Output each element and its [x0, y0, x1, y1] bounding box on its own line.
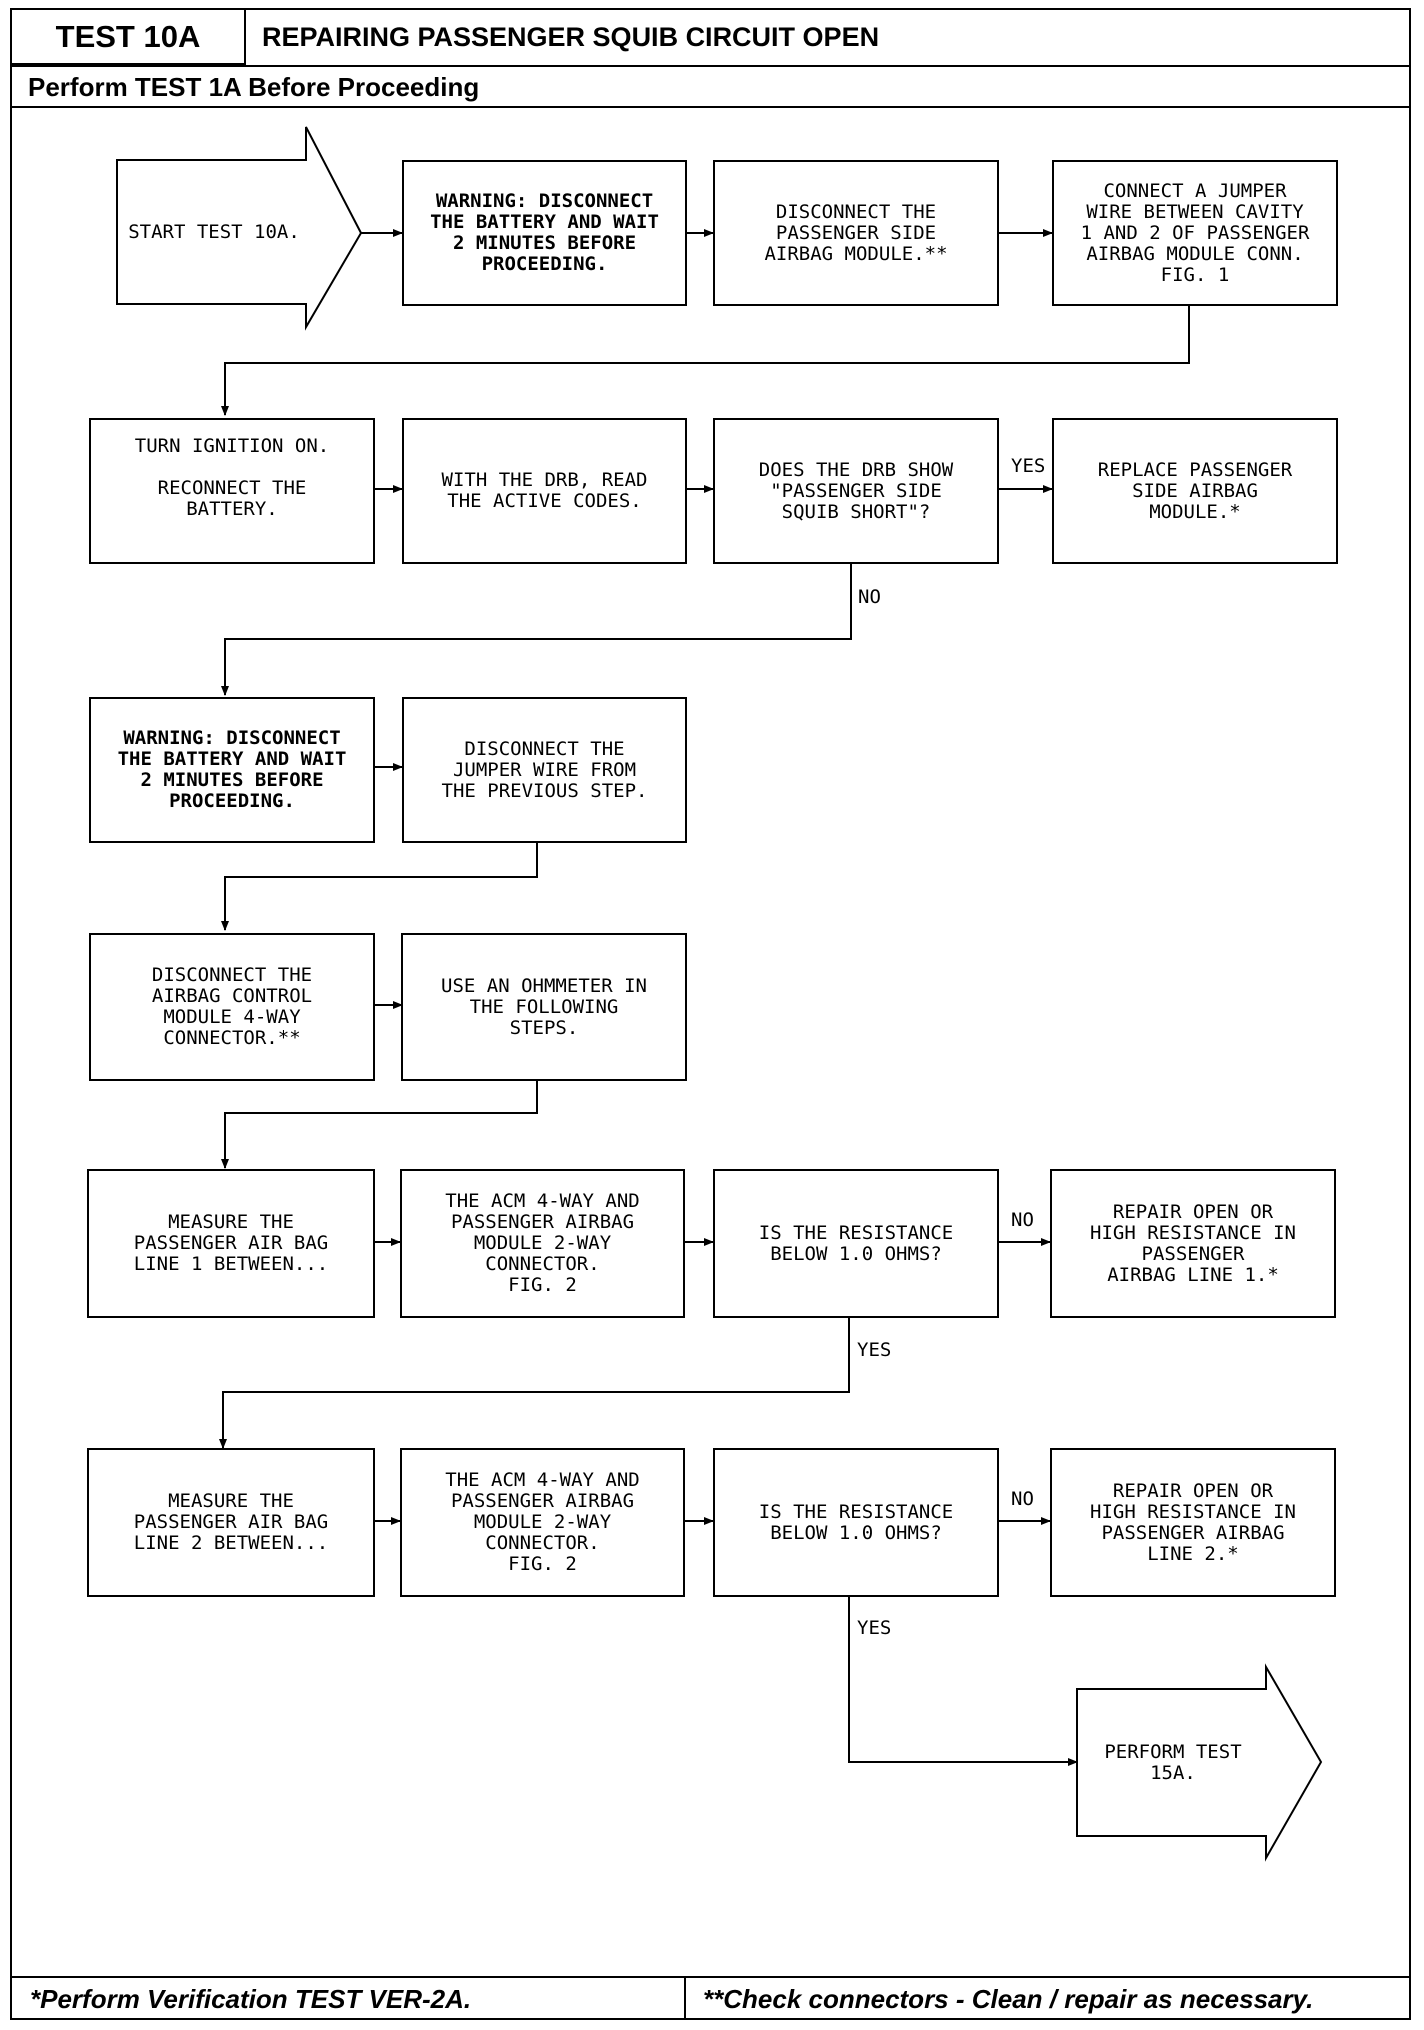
end-arrow-shape: [1076, 1663, 1323, 1862]
replace-airbag-module-step: REPLACE PASSENGER SIDE AIRBAG MODULE.*: [1052, 418, 1338, 564]
acm-connectors-line-2-step: THE ACM 4-WAY AND PASSENGER AIRBAG MODUL…: [400, 1448, 685, 1597]
connect-jumper-wire-step: CONNECT A JUMPER WIRE BETWEEN CAVITY 1 A…: [1052, 160, 1338, 306]
start-arrow-shape: [116, 126, 363, 331]
connector: [221, 564, 852, 696]
acm-connectors-line-1-step: THE ACM 4-WAY AND PASSENGER AIRBAG MODUL…: [400, 1169, 685, 1318]
connector: [221, 843, 538, 931]
page-frame: [10, 8, 1411, 2020]
footer-connector-note: **Check connectors - Clean / repair as n…: [703, 1984, 1314, 2014]
start-test-node: START TEST 10A.: [128, 220, 300, 243]
connector: [848, 1597, 1078, 1766]
disconnect-acm-connector-step: DISCONNECT THE AIRBAG CONTROL MODULE 4-W…: [89, 933, 375, 1081]
page-title: REPAIRING PASSENGER SQUIB CIRCUIT OPEN: [262, 22, 880, 52]
connector: [221, 1081, 538, 1169]
prerequisite-note: Perform TEST 1A Before Proceeding: [28, 72, 480, 102]
footer-divider: [10, 1976, 1411, 1978]
repair-line-2-step: REPAIR OPEN OR HIGH RESISTANCE IN PASSEN…: [1050, 1448, 1336, 1597]
perform-test-15a-node: PERFORM TEST 15A.: [1104, 1740, 1242, 1784]
connector: [221, 306, 1190, 416]
resistance-line-2-question: IS THE RESISTANCE BELOW 1.0 OHMS?: [713, 1448, 999, 1597]
subheader-divider: [10, 106, 1411, 108]
resistance-line-1-question: IS THE RESISTANCE BELOW 1.0 OHMS?: [713, 1169, 999, 1318]
yes-label: YES: [1011, 455, 1046, 477]
warning-disconnect-battery-step-2: WARNING: DISCONNECT THE BATTERY AND WAIT…: [89, 697, 375, 843]
repair-line-1-step: REPAIR OPEN OR HIGH RESISTANCE IN PASSEN…: [1050, 1169, 1336, 1318]
no-label: NO: [1011, 1488, 1034, 1510]
test-id: TEST 10A: [10, 8, 246, 65]
measure-line-1-step: MEASURE THE PASSENGER AIR BAG LINE 1 BET…: [87, 1169, 375, 1318]
connector: [219, 1318, 850, 1449]
ignition-on-step: TURN IGNITION ON. RECONNECT THE BATTERY.: [89, 418, 375, 564]
no-label: NO: [858, 586, 881, 608]
no-label: NO: [1011, 1209, 1034, 1231]
footer-column-divider: [684, 1976, 686, 2020]
disconnect-jumper-wire-step: DISCONNECT THE JUMPER WIRE FROM THE PREV…: [402, 697, 687, 843]
header-divider: [10, 65, 1411, 67]
warning-disconnect-battery-step: WARNING: DISCONNECT THE BATTERY AND WAIT…: [402, 160, 687, 306]
footer-verification-note: *Perform Verification TEST VER-2A.: [30, 1984, 472, 2014]
disconnect-airbag-module-step: DISCONNECT THE PASSENGER SIDE AIRBAG MOD…: [713, 160, 999, 306]
use-ohmmeter-step: USE AN OHMMETER IN THE FOLLOWING STEPS.: [401, 933, 687, 1081]
yes-label: YES: [857, 1617, 892, 1639]
read-active-codes-step: WITH THE DRB, READ THE ACTIVE CODES.: [402, 418, 687, 564]
squib-short-question: DOES THE DRB SHOW "PASSENGER SIDE SQUIB …: [713, 418, 999, 564]
measure-line-2-step: MEASURE THE PASSENGER AIR BAG LINE 2 BET…: [87, 1448, 375, 1597]
yes-label: YES: [857, 1339, 892, 1361]
